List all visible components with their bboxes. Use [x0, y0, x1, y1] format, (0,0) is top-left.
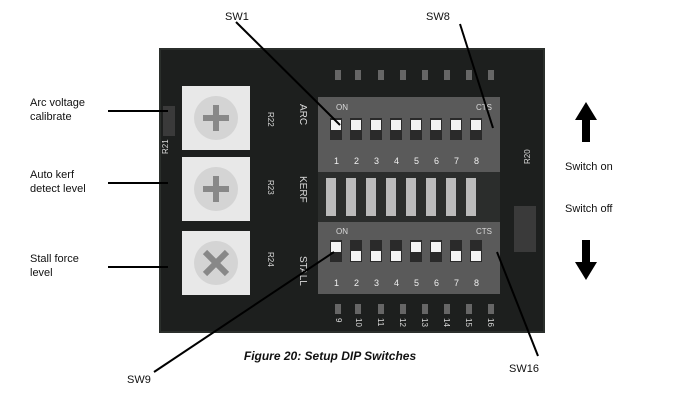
- figure-caption: Figure 20: Setup DIP Switches: [243, 349, 417, 363]
- sw8-callout-line: [459, 23, 494, 129]
- top-header-pins: [335, 70, 494, 80]
- svg-text:4: 4: [394, 278, 399, 288]
- auto-kerf-detect-level-label: Auto kerf detect level: [30, 169, 86, 195]
- svg-text:2: 2: [354, 156, 359, 166]
- svg-text:1: 1: [334, 278, 339, 288]
- svg-text:4: 4: [394, 156, 399, 166]
- sw1-callout-line: [235, 21, 341, 126]
- component-r21: [163, 106, 175, 136]
- up-arrow-icon: [575, 102, 597, 142]
- svg-text:7: 7: [454, 278, 459, 288]
- svg-text:10: 10: [354, 318, 363, 327]
- svg-text:5: 5: [414, 156, 419, 166]
- svg-text:R24: R24: [266, 252, 275, 267]
- sw9-callout-line: [153, 251, 335, 373]
- potentiometer-stall-force: [182, 231, 250, 295]
- svg-text:7: 7: [454, 156, 459, 166]
- upper-cts-label: CTS: [476, 103, 492, 112]
- down-arrow-icon: [575, 240, 597, 280]
- stall-bank-label: STALL: [297, 256, 308, 286]
- svg-text:13: 13: [420, 318, 429, 327]
- middle-resistor-array: [318, 172, 500, 222]
- side-labels: R21 R20: [161, 139, 532, 164]
- svg-text:6: 6: [434, 156, 439, 166]
- svg-text:12: 12: [398, 318, 407, 327]
- svg-text:16: 16: [486, 318, 495, 327]
- svg-text:9: 9: [334, 318, 343, 323]
- svg-text:8: 8: [474, 278, 479, 288]
- potentiometer-auto-kerf: [182, 157, 250, 221]
- kerf-bank-label: KERF: [297, 176, 308, 203]
- svg-text:R22: R22: [266, 112, 275, 127]
- svg-text:2: 2: [354, 278, 359, 288]
- svg-text:1: 1: [334, 156, 339, 166]
- upper-dip-switch-bank: [318, 97, 500, 172]
- upper-switch-numbers: 1 2 3 4 5 6 7 8: [334, 156, 479, 166]
- lower-cts-label: CTS: [476, 227, 492, 236]
- sw16-callout-line: [496, 251, 539, 357]
- switch-on-label: Switch on: [565, 161, 613, 173]
- bottom-header-pins: [335, 304, 494, 314]
- svg-text:3: 3: [374, 156, 379, 166]
- stall-force-level-label: Stall force level: [30, 253, 79, 279]
- lower-on-label: ON: [336, 227, 348, 236]
- svg-text:8: 8: [474, 156, 479, 166]
- svg-text:14: 14: [442, 318, 451, 327]
- lower-switch-actuators: [330, 240, 482, 262]
- callout-lines: [108, 21, 539, 373]
- bottom-switch-numbers: 9 10 11 12 13 14 15 16: [334, 318, 495, 327]
- sw9-label: SW9: [127, 374, 151, 386]
- sw8-label: SW8: [426, 11, 450, 23]
- arc-voltage-calibrate-label: Arc voltage calibrate: [30, 97, 86, 123]
- switch-off-label: Switch off: [565, 203, 613, 215]
- svg-text:11: 11: [376, 318, 385, 327]
- pot-labels: R22 R23 R24: [266, 112, 275, 267]
- component-r20: [514, 206, 536, 252]
- svg-text:6: 6: [434, 278, 439, 288]
- upper-on-label: ON: [336, 103, 348, 112]
- svg-text:R23: R23: [266, 180, 275, 195]
- sw1-label: SW1: [225, 11, 249, 23]
- svg-text:3: 3: [374, 278, 379, 288]
- lower-dip-switch-bank: [318, 222, 500, 294]
- svg-text:15: 15: [464, 318, 473, 327]
- arc-bank-label: ARC: [297, 104, 308, 125]
- lower-switch-numbers: 1 2 3 4 5 6 7 8: [334, 278, 479, 288]
- svg-text:R21: R21: [161, 139, 170, 154]
- sw16-label: SW16: [509, 363, 539, 375]
- svg-text:5: 5: [414, 278, 419, 288]
- upper-switch-actuators: [330, 118, 482, 140]
- svg-text:R20: R20: [523, 149, 532, 164]
- potentiometer-arc-voltage: [182, 86, 250, 150]
